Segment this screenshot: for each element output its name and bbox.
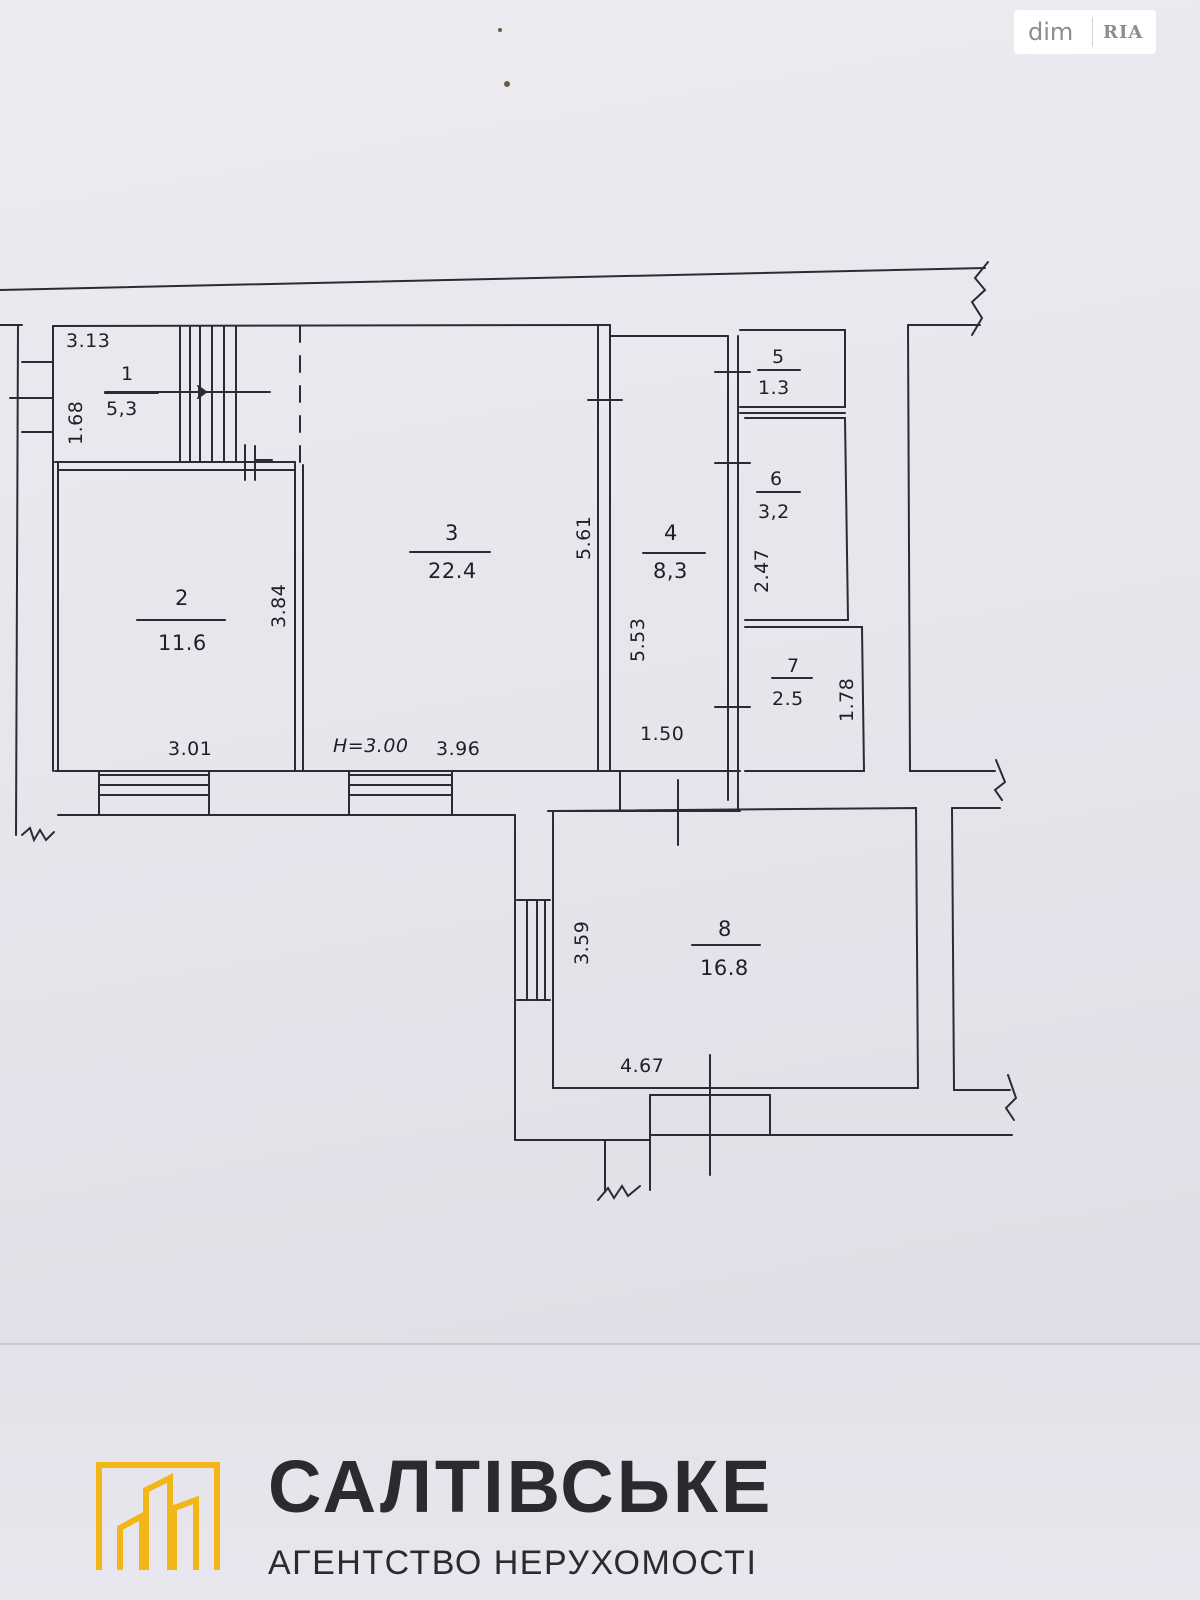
dim-room7-depth: 1.78 [836, 678, 858, 722]
room-6-area: 3,2 [758, 501, 790, 523]
closet-5-outline [739, 329, 846, 408]
break-mark-top [970, 261, 989, 336]
dim-room4-depth: 5.53 [627, 618, 649, 662]
ceiling-height: H=3.00 [333, 735, 409, 757]
dim-room8-depth: 3.59 [571, 921, 593, 965]
room-8-outline [552, 806, 920, 1089]
dim-room4-width: 1.50 [640, 723, 684, 745]
dim-room1-depth: 1.68 [65, 401, 87, 445]
room-7-number: 7 [787, 655, 800, 677]
dim-room3-width: 3.96 [436, 738, 480, 760]
dim-room2-depth: 3.84 [268, 584, 290, 628]
agency-tagline: АГЕНТСТВО НЕРУХОМОСТІ [268, 1544, 758, 1582]
room-7-area: 2.5 [772, 688, 804, 710]
outer-wall-left [15, 324, 19, 836]
dim-room1-width: 3.13 [66, 330, 110, 352]
room-8-number: 8 [718, 917, 732, 941]
room-6-number: 6 [770, 468, 783, 490]
watermark-site: dim [1028, 18, 1074, 46]
outer-wall-top [0, 267, 986, 291]
agency-name: САЛТІВСЬКЕ [268, 1445, 774, 1528]
room-1-area: 5,3 [106, 398, 138, 420]
room-5-number: 5 [772, 346, 785, 368]
room-3-area: 22.4 [428, 559, 477, 583]
dim-room8-width: 4.67 [620, 1055, 664, 1077]
room-2-number: 2 [175, 586, 189, 610]
paper-edge [0, 1343, 1200, 1345]
closet-6-outline [744, 417, 850, 621]
dim-room3-depth: 5.61 [573, 516, 595, 560]
floor-plan: 1 5,3 2 11.6 3 22.4 4 8,3 5 1.3 6 3,2 7 … [0, 28, 1018, 1201]
dim-room6-depth: 2.47 [751, 549, 773, 593]
watermark-brand: RIA [1103, 21, 1144, 43]
room-1-number: 1 [121, 363, 134, 385]
room-8-area: 16.8 [700, 956, 749, 980]
room-2-area: 11.6 [158, 631, 207, 655]
dim-room2-width: 3.01 [168, 738, 212, 760]
wall-block-top [52, 324, 611, 327]
room-3-number: 3 [445, 521, 459, 545]
background-surface [0, 1345, 1200, 1600]
closet-7-outline [744, 626, 866, 772]
paper-sheet [0, 0, 1200, 1345]
room-5-area: 1.3 [758, 377, 790, 399]
agency-logo-icon [96, 1462, 220, 1570]
room-4-area: 8,3 [653, 559, 688, 583]
watermark-badge: dim RIA [1014, 10, 1156, 54]
room-4-number: 4 [664, 521, 678, 545]
watermark-divider [1092, 17, 1093, 47]
